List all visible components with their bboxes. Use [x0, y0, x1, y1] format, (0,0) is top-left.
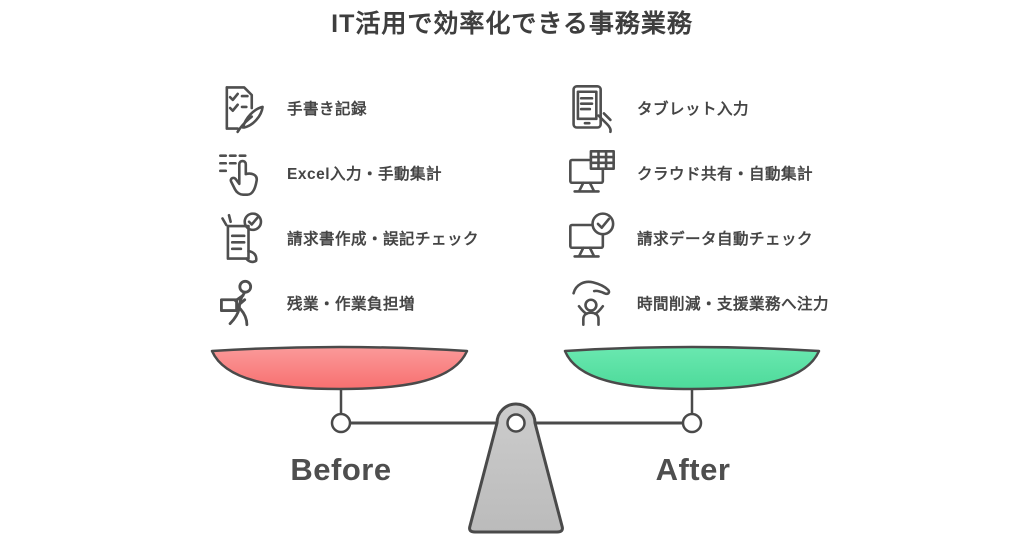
list-item: Excel入力・手動集計: [214, 143, 479, 203]
person-leg: [228, 306, 241, 325]
list-item-label: Excel入力・手動集計: [287, 166, 443, 183]
support-hand-shape: [572, 280, 611, 296]
tablet-input-icon: [564, 80, 620, 136]
list-item-label: 残業・作業負担増: [287, 296, 416, 313]
spreadsheet-grid: [589, 150, 615, 170]
holding-hand: [245, 249, 258, 264]
after-pan: [563, 345, 821, 391]
check-mark: [228, 103, 239, 113]
check-mark: [228, 92, 239, 102]
handwritten-record-icon: [214, 80, 270, 136]
monitor-shape: [569, 158, 605, 185]
invoice-check-icon: [214, 210, 270, 266]
person-head: [584, 298, 598, 312]
list-item-label: 時間削減・支援業務へ注力: [637, 296, 830, 313]
finger-strokes: [221, 213, 232, 227]
pointing-hand-shape: [229, 159, 258, 196]
after-items-column: タブレット入力 クラウド共有・自動集計 請求データ自動チェック: [564, 78, 829, 338]
list-item: 時間削減・支援業務へ注力: [564, 273, 829, 333]
list-item: 請求データ自動チェック: [564, 208, 829, 268]
tablet-screen: [576, 90, 598, 121]
person-head: [238, 279, 253, 294]
manual-input-icon: [214, 145, 270, 201]
list-item-label: 請求データ自動チェック: [637, 231, 814, 248]
before-items-column: 手書き記録 Excel入力・手動集計 請求書作成・誤記チェック: [214, 78, 479, 338]
monitor-stand: [573, 181, 600, 193]
hand-strokes: [597, 114, 612, 134]
before-pan: [210, 345, 469, 391]
list-item: タブレット入力: [564, 78, 829, 138]
invoice-paper: [226, 224, 250, 260]
tablet-body: [572, 85, 602, 129]
right-beam-joint: [681, 412, 703, 434]
list-item: クラウド共有・自動集計: [564, 143, 829, 203]
list-item: 残業・作業負担増: [214, 273, 479, 333]
fulcrum-pivot-hole: [506, 413, 526, 433]
left-beam-joint: [330, 412, 352, 434]
person-leg: [238, 307, 249, 327]
cloud-share-icon: [564, 145, 620, 201]
workload-icon: [214, 275, 270, 331]
auto-check-icon: [564, 210, 620, 266]
quill-shape: [241, 105, 264, 129]
list-item-label: 請求書作成・誤記チェック: [287, 231, 480, 248]
box-shape: [220, 298, 238, 312]
monitor-shape: [569, 223, 605, 250]
list-item: 請求書作成・誤記チェック: [214, 208, 479, 268]
paper-shape: [225, 86, 254, 110]
page-title: IT活用で効率化できる事務業務: [331, 10, 693, 38]
list-item-label: 手書き記録: [287, 101, 368, 118]
list-item-label: クラウド共有・自動集計: [637, 166, 814, 183]
fulcrum-shape: [468, 402, 564, 534]
after-label: After: [655, 452, 731, 487]
monitor-stand: [573, 246, 600, 258]
check-circle: [243, 212, 263, 232]
time-saving-icon: [564, 275, 620, 331]
person-torso: [582, 311, 600, 326]
list-item: 手書き記録: [214, 78, 479, 138]
list-item-label: タブレット入力: [637, 101, 750, 118]
before-label: Before: [290, 452, 392, 487]
